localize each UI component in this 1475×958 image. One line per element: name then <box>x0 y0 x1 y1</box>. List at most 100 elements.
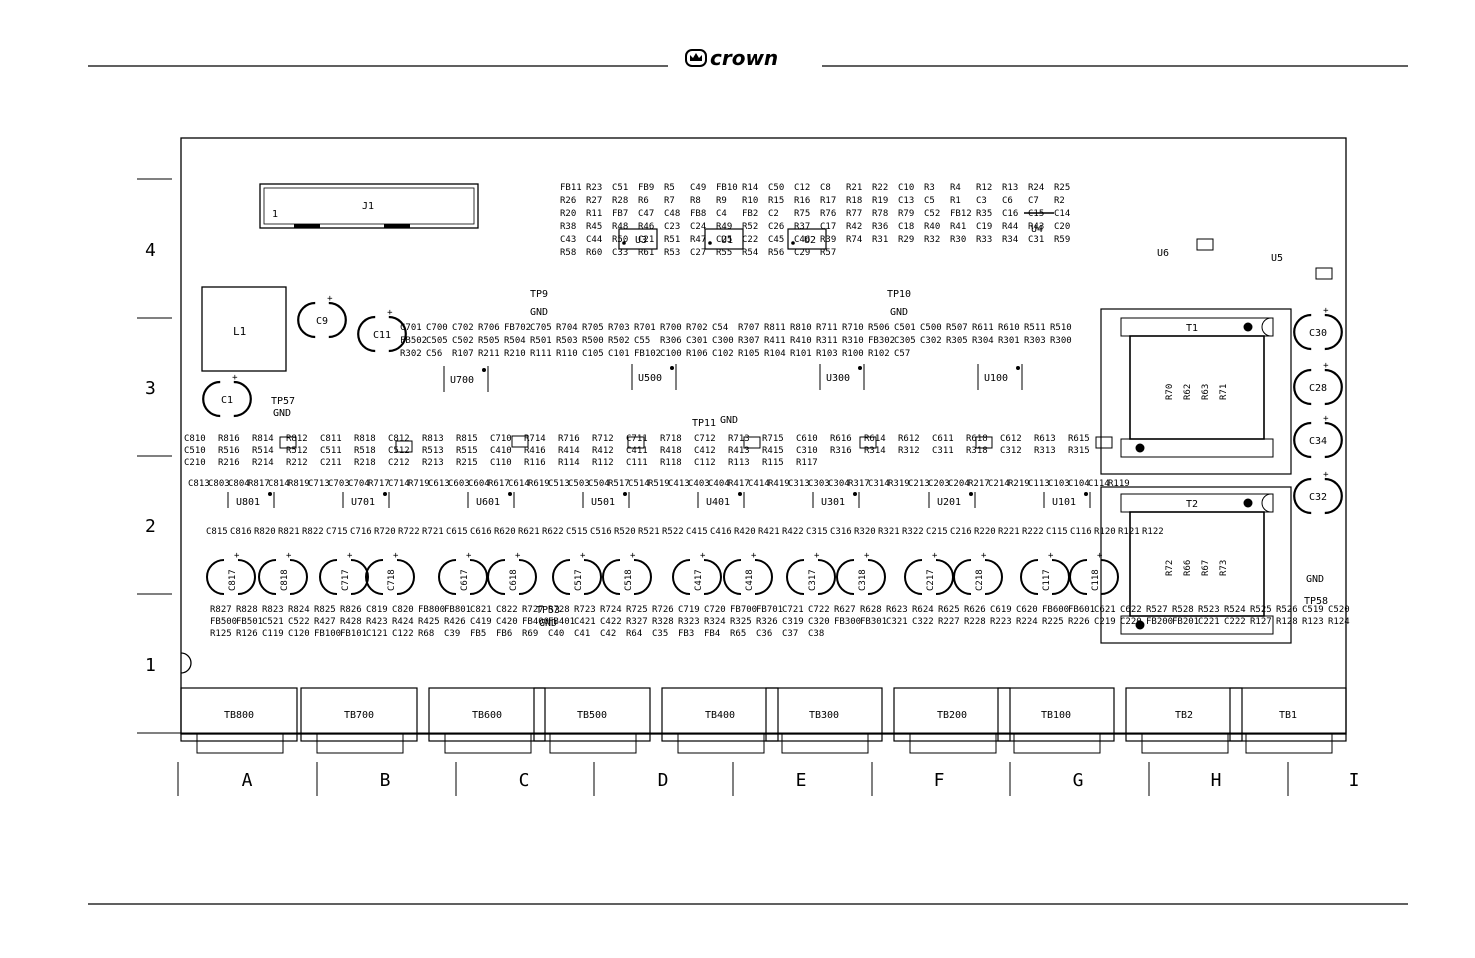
polarity-mark: + <box>393 551 399 561</box>
ref-label: R107 <box>452 349 474 359</box>
ref-label: R815 <box>456 434 478 444</box>
ref-label: C110 <box>490 458 512 468</box>
ref-label: R11 <box>586 209 602 219</box>
component-outline <box>743 436 761 449</box>
ic-label: U500 <box>638 373 662 384</box>
ref-label: R5 <box>664 183 675 193</box>
capacitor-outline <box>552 559 571 595</box>
ref-label: C204 <box>948 479 970 489</box>
terminal-block-pins <box>1141 732 1229 754</box>
ref-label: R313 <box>1034 446 1056 456</box>
ref-label: R116 <box>524 458 546 468</box>
ref-label: C4 <box>716 209 727 219</box>
ref-label: R221 <box>998 527 1020 537</box>
ref-label: C416 <box>710 527 732 537</box>
ref-label: R622 <box>542 527 564 537</box>
polarity-mark: + <box>580 551 586 561</box>
transformer-t2: T2 <box>1100 486 1292 644</box>
capacitor-outline <box>1324 477 1343 515</box>
ref-label: C31 <box>1028 235 1044 245</box>
ref-label: R315 <box>1068 446 1090 456</box>
polarity-mark: + <box>630 551 636 561</box>
ref-label: R324 <box>704 617 726 627</box>
ic-label: U501 <box>591 497 615 508</box>
ref-label: R503 <box>556 336 578 346</box>
ref-label: R30 <box>950 235 966 245</box>
ref-label: FB300 <box>834 617 861 627</box>
ref-label: R218 <box>354 458 376 468</box>
ref-label: R112 <box>592 458 614 468</box>
ref-label: FB8 <box>690 209 706 219</box>
ref-label: C219 <box>1094 617 1116 627</box>
ref-label: C203 <box>928 479 950 489</box>
ref-label: R102 <box>868 349 890 359</box>
ref-label: R707 <box>738 323 760 333</box>
capacitor-outline <box>328 301 347 339</box>
ref-label: R44 <box>1002 222 1018 232</box>
ref-label: R726 <box>652 605 674 615</box>
ref-label: R117 <box>796 458 818 468</box>
ref-label: R302 <box>400 349 422 359</box>
ref-label: C23 <box>664 222 680 232</box>
ref-label: R528 <box>1172 605 1194 615</box>
column-label-D: D <box>658 770 669 791</box>
ref-label: C41 <box>574 629 590 639</box>
polarity-mark: + <box>347 551 353 561</box>
ref-label: R512 <box>286 446 308 456</box>
ref-label: R827 <box>210 605 232 615</box>
pin1-dot <box>738 492 742 496</box>
ref-label: R225 <box>1042 617 1064 627</box>
ref-label: C112 <box>694 458 716 468</box>
ref-label: R506 <box>868 323 890 333</box>
board-notch <box>180 652 192 674</box>
ref-label: R52 <box>742 222 758 232</box>
capacitor-outline <box>258 559 277 595</box>
ref-label: R104 <box>764 349 786 359</box>
pin1-dot <box>858 366 862 370</box>
ref-label: R716 <box>558 434 580 444</box>
ref-label: R6 <box>638 196 649 206</box>
capacitor-outline <box>396 559 415 595</box>
ref-label: FB4 <box>704 629 720 639</box>
ref-label: R510 <box>1050 323 1072 333</box>
polarity-mark: + <box>1323 470 1329 480</box>
ref-label: R728 <box>548 605 570 615</box>
ref-label: R100 <box>842 349 864 359</box>
capacitor-outline <box>633 559 652 595</box>
ref-label: C804 <box>228 479 250 489</box>
ref-label: R227 <box>938 617 960 627</box>
ref-label: R514 <box>252 446 274 456</box>
transformer-resistor-label: R66 <box>1183 560 1193 576</box>
ic-label: U201 <box>937 497 961 508</box>
ref-label: R420 <box>734 527 756 537</box>
ref-label: R26 <box>560 196 576 206</box>
polarity-mark: + <box>1323 306 1329 316</box>
ref-label: R626 <box>964 605 986 615</box>
ref-label: R29 <box>898 235 914 245</box>
ref-label: FB5 <box>470 629 486 639</box>
ref-label: C712 <box>694 434 716 444</box>
ref-label: R219 <box>1008 479 1030 489</box>
capacitor-outline <box>438 559 457 595</box>
terminal-block-label: TB800 <box>224 710 254 721</box>
inductor-l1-label: L1 <box>233 325 246 338</box>
ref-label: R825 <box>314 605 336 615</box>
ref-label: R32 <box>924 235 940 245</box>
terminal-block-label: TB500 <box>577 710 607 721</box>
ref-label: R7 <box>664 196 675 206</box>
ref-label: C120 <box>288 629 310 639</box>
capacitor-outline <box>518 559 537 595</box>
ref-label: R54 <box>742 248 758 258</box>
capacitor-outline <box>357 315 376 353</box>
transformer-t1: T1 <box>1100 308 1292 475</box>
ref-label: R518 <box>354 446 376 456</box>
ic-label: U700 <box>450 375 474 386</box>
ref-label: C810 <box>184 434 206 444</box>
capacitor-label: C318 <box>858 569 868 591</box>
ref-label: C500 <box>920 323 942 333</box>
ref-label: R725 <box>626 605 648 615</box>
row-label-4: 4 <box>145 240 156 261</box>
ref-label: C8 <box>820 183 831 193</box>
ref-label: R617 <box>488 479 510 489</box>
ref-label: FB600 <box>1042 605 1069 615</box>
